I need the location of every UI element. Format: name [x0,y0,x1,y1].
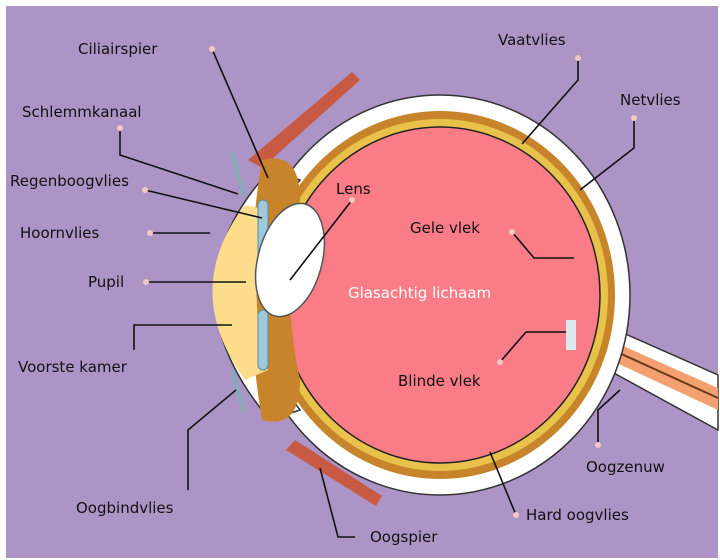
label-lens: Lens [336,180,371,198]
label-regenboogvlies: Regenboogvlies [10,172,129,190]
label-pupil: Pupil [88,273,124,291]
label-hard-oogvlies: Hard oogvlies [526,506,629,524]
label-netvlies: Netvlies [620,91,681,109]
iris-lower [258,310,268,370]
label-voorste-kamer: Voorste kamer [18,358,128,376]
label-blinde-vlek: Blinde vlek [398,372,481,390]
label-ciliairspier: Ciliairspier [78,40,158,58]
blind-spot [566,320,576,350]
label-oogbindvlies: Oogbindvlies [76,499,174,517]
label-glasachtig-lichaam: Glasachtig lichaam [348,284,491,302]
label-hoornvlies: Hoornvlies [20,224,99,242]
label-gele-vlek: Gele vlek [410,219,480,237]
label-oogspier: Oogspier [370,528,438,546]
label-schlemmkanaal: Schlemmkanaal [22,103,142,121]
label-oogzenuw: Oogzenuw [586,458,665,476]
label-vaatvlies: Vaatvlies [498,31,566,49]
